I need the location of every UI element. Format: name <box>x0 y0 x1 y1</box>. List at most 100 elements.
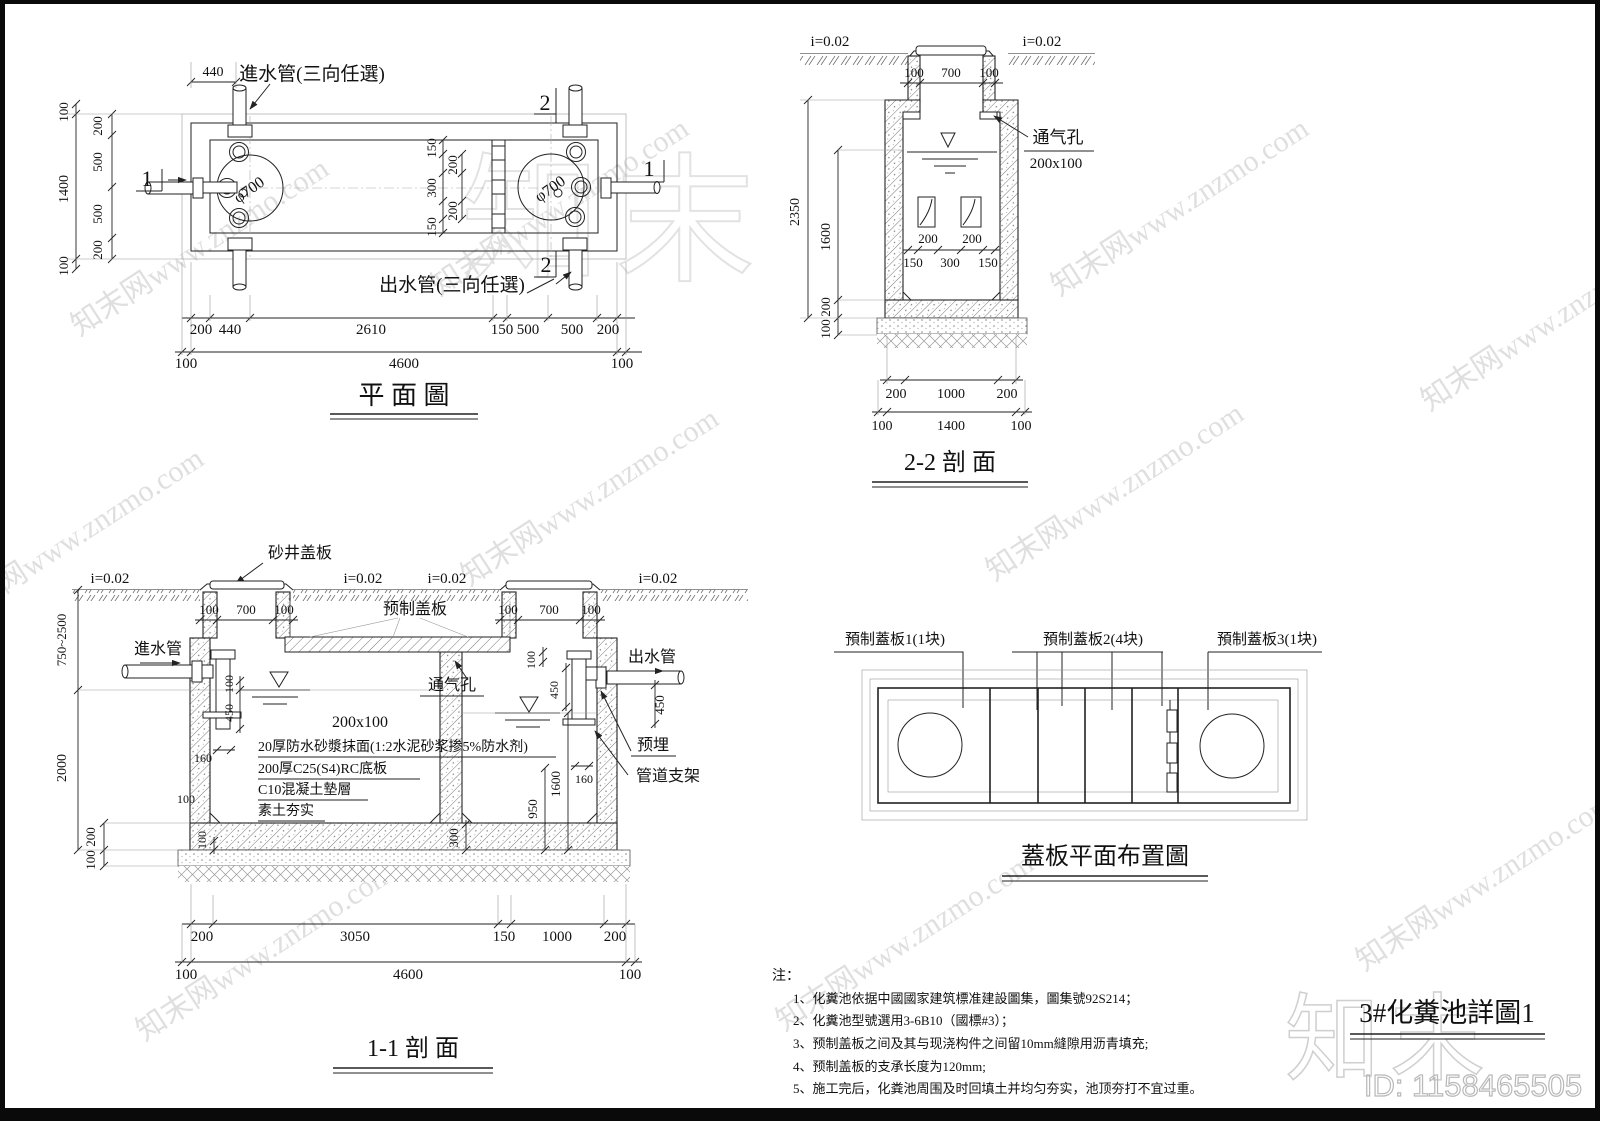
plan-dim: 200 <box>445 155 460 175</box>
plan-dim: 200 <box>445 201 460 221</box>
plan-dim: 4600 <box>389 356 419 372</box>
sec11-extension-lines-left <box>78 689 210 867</box>
sec11-extension-lines-bottom <box>181 884 636 962</box>
sec22-dim: 100 <box>904 65 924 80</box>
plan-dim: 100 <box>611 356 634 372</box>
sec11-spec-notes: 20厚防水砂漿抹面(1:2水泥砂浆掺5%防水剂) 200厚C25(S4)RC底板… <box>258 738 556 822</box>
sec22-dim: 150 <box>978 255 998 270</box>
sec11-dim: 100 <box>83 850 98 870</box>
plan-dim: 200 <box>190 322 213 338</box>
sec11-dim: 100 <box>524 651 538 669</box>
sec22-dim: 100 <box>818 319 833 339</box>
plan-section-marker-2-top: 2 <box>540 90 551 115</box>
sec22-dim: 100 <box>1011 419 1032 434</box>
section-2-2-view: i=0.02 i=0.02 100 700 100 通气 <box>788 34 1095 488</box>
sec11-dim: 100 <box>619 967 642 983</box>
plan-view: φ700 φ700 1 1 2 2 進水管(三向任選) 出水管(三向任選) 44… <box>56 62 665 420</box>
sec11-dim: 950 <box>525 799 540 819</box>
sec11-spec-line: 素土夯实 <box>258 803 314 819</box>
sec11-dim: 750~2500 <box>54 614 69 667</box>
sec11-dim: 100 <box>177 792 195 806</box>
plan-section-marker-2-bottom: 2 <box>541 252 552 277</box>
sec11-inlet-pipe <box>121 649 242 730</box>
sec11-dim: 100 <box>175 967 198 983</box>
sec11-precast-slab <box>284 636 511 653</box>
sec22-base-slab <box>884 299 1019 319</box>
plan-dim-440: 440 <box>203 65 224 80</box>
plan-partition-opening <box>491 213 506 229</box>
plan-dim: 500 <box>561 322 584 338</box>
sec11-dim: 700 <box>539 602 559 617</box>
cover-manhole-circle-right <box>1199 713 1265 779</box>
sec11-dim: 1600 <box>548 771 563 797</box>
notes-block: 注： 1、化糞池依据中國國家建筑標准建設圖集，圖集號92S214； 2、化糞池型… <box>772 968 1203 1096</box>
sec22-vent-label: 通气孔 <box>1033 128 1084 147</box>
plan-partition-opening <box>491 179 506 195</box>
plan-section-marker-1-left: 1 <box>142 166 153 191</box>
sec11-slope-3: i=0.02 <box>428 571 467 587</box>
plan-manhole-circle-right <box>517 153 585 221</box>
sec22-slope-right: i=0.02 <box>1023 34 1062 50</box>
sec11-base-slab <box>189 822 618 851</box>
sec22-bedding <box>876 317 1028 335</box>
sec11-support-label: 管道支架 <box>636 767 700 785</box>
sec22-dim: 700 <box>941 65 961 80</box>
sec11-bedding <box>177 849 631 867</box>
sec11-well-cover-left <box>209 580 285 590</box>
plan-extension-lines <box>181 262 627 355</box>
sec22-extension-lines-bottom <box>877 336 1026 415</box>
sec11-water-level-icon-2 <box>519 696 539 713</box>
sec22-dim: 100 <box>979 65 999 80</box>
watermark-id: ID: 1158465505 <box>1364 1068 1582 1103</box>
sec11-dim: 450 <box>547 681 561 699</box>
cover-leader-lines <box>834 651 1322 710</box>
watermark-text: 知末网www.znzmo.com <box>1415 227 1600 418</box>
sec22-subsoil <box>877 334 1027 348</box>
cover-divider-lines <box>989 688 1179 803</box>
sec22-dim: 2350 <box>788 198 803 226</box>
sec11-dim: 3050 <box>340 929 370 945</box>
plan-dim: 150 <box>424 217 439 237</box>
sec22-dim: 200 <box>997 387 1018 402</box>
sheet-title: 3#化糞池詳圖1 <box>1359 998 1535 1028</box>
sec22-dim: 1600 <box>819 223 834 251</box>
sec22-dim: 200 <box>918 231 938 246</box>
plan-dim: 100 <box>175 356 198 372</box>
sec22-extension-lines <box>800 99 903 336</box>
plan-dim: 200 <box>90 240 105 260</box>
cover-manhole-circle-left <box>897 712 963 778</box>
plan-dim: 2610 <box>356 322 386 338</box>
sec11-vent-size: 200x100 <box>332 714 388 731</box>
plan-dim: 100 <box>56 102 71 122</box>
sec11-dim: 100 <box>581 602 601 617</box>
note-item: 2、化糞池型號選用3-6B10（國標#3）； <box>793 1013 1014 1029</box>
page-border-left <box>0 0 5 1121</box>
cover-main-rect <box>877 687 1291 804</box>
sec22-dim: 100 <box>872 419 893 434</box>
sec11-dim: 100 <box>199 602 219 617</box>
sec11-dim: 160 <box>575 772 593 786</box>
page-border-top <box>0 0 1600 4</box>
plan-dim: 500 <box>90 152 105 172</box>
sec22-dim: 200 <box>886 387 907 402</box>
sec11-outlet-label: 出水管 <box>628 648 676 666</box>
sec11-dim: 450 <box>222 704 236 722</box>
sec22-manhole-cover <box>915 45 987 56</box>
sec22-dim: 200 <box>818 297 833 317</box>
note-item: 5、施工完后，化粪池周围及时回填土并均匀夯实，池顶夯打不宜过重。 <box>793 1081 1203 1096</box>
sec22-dim: 150 <box>903 255 923 270</box>
sec11-dim: 100 <box>498 602 518 617</box>
sec11-inlet-label: 進水管 <box>134 640 182 658</box>
sec11-dim: 200 <box>191 929 214 945</box>
plan-pipes <box>144 84 661 291</box>
sec11-dim: 1000 <box>542 929 572 945</box>
plan-dim: 300 <box>424 178 439 198</box>
sec11-well-cover-right <box>505 580 593 590</box>
plan-dim: 100 <box>56 256 71 276</box>
sec11-dim: 700 <box>236 602 256 617</box>
watermark-text: 知末网www.znzmo.com <box>1350 787 1600 978</box>
plan-dim: 200 <box>597 322 620 338</box>
sec22-water-level-icon <box>940 132 956 149</box>
watermark-brand-large: 知末 <box>461 146 769 301</box>
